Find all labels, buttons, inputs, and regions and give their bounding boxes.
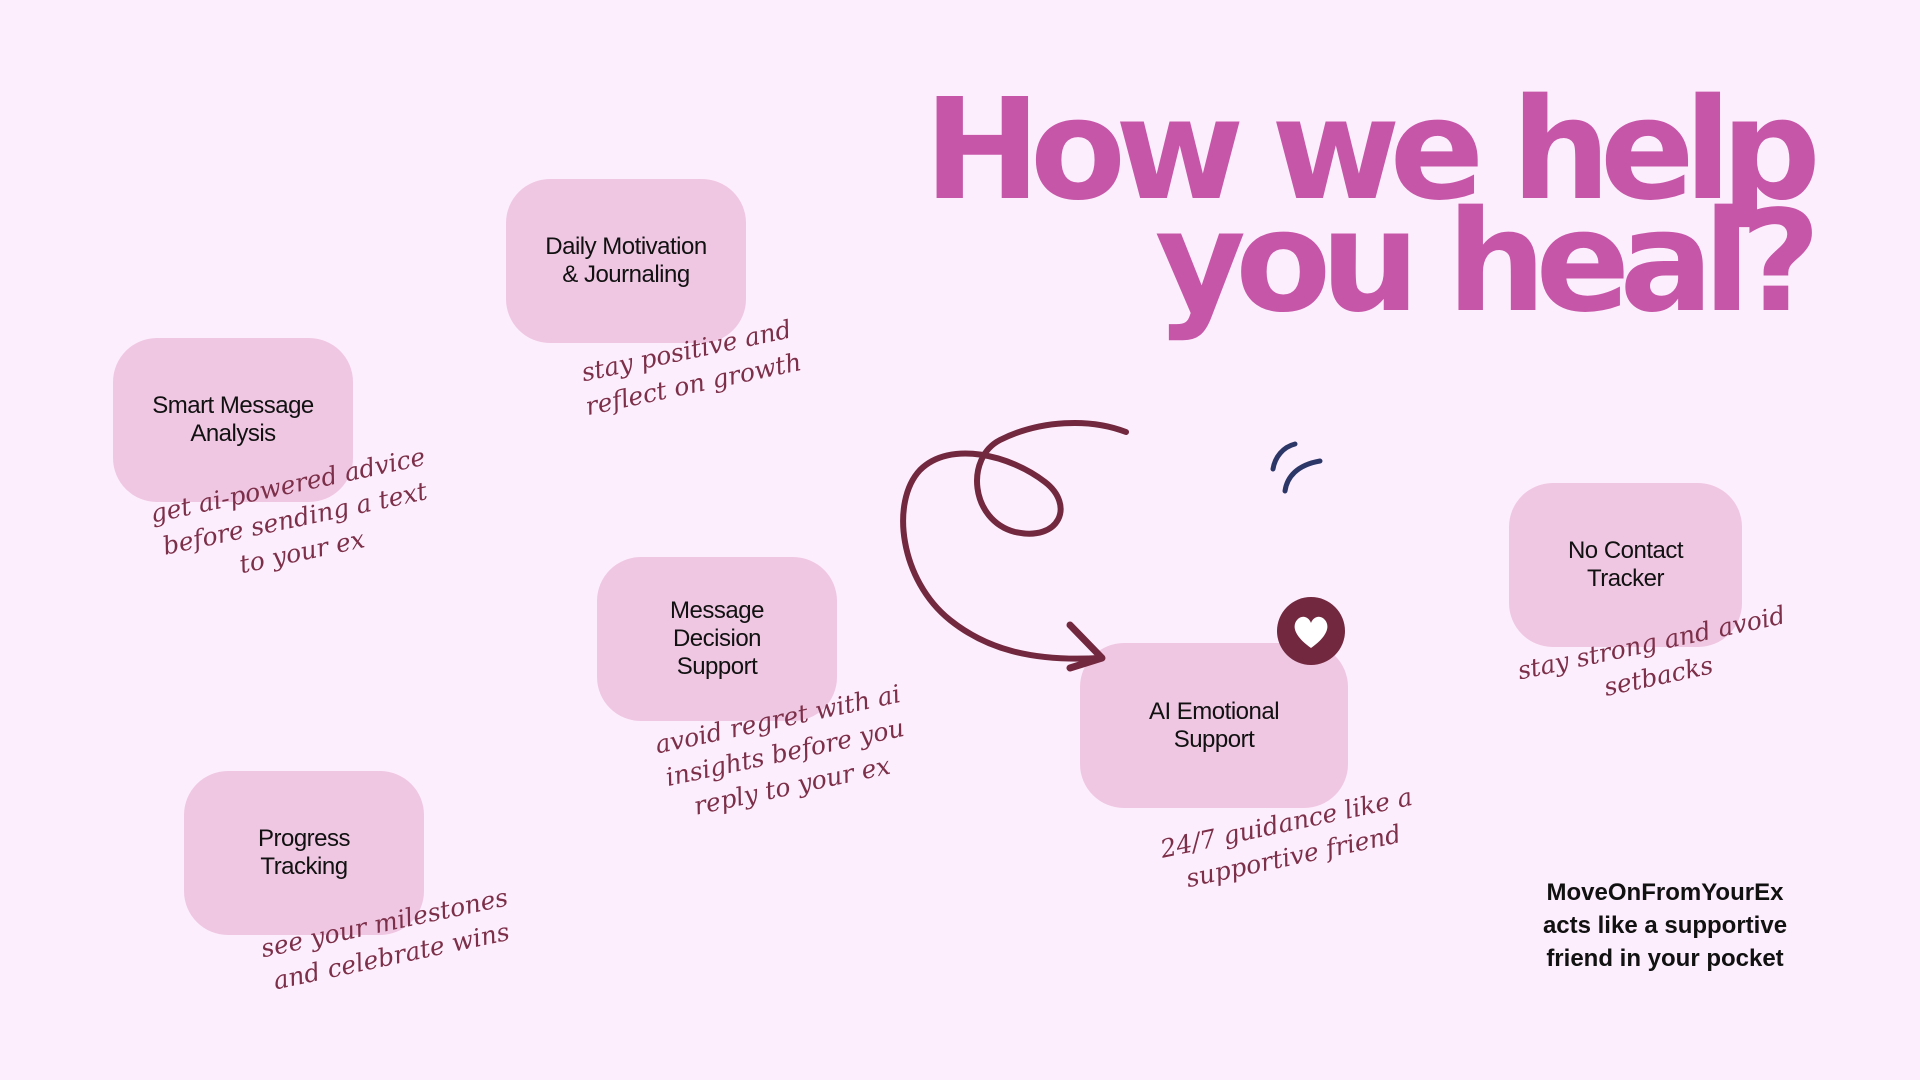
sparkle-lines-icon xyxy=(1270,441,1323,494)
feature-card-message-decision-support: Message Decision Support xyxy=(597,557,837,721)
feature-card-no-contact-tracker: No Contact Tracker xyxy=(1509,483,1742,647)
title-line-2: you heal? xyxy=(1154,181,1821,344)
feature-card-daily-motivation: Daily Motivation & Journaling xyxy=(506,179,746,343)
feature-card-progress-tracking: Progress Tracking xyxy=(184,771,424,935)
loop-arrow-icon xyxy=(900,419,1129,672)
feature-card-smart-message-analysis: Smart Message Analysis xyxy=(113,338,353,502)
tagline: MoveOnFromYourEx acts like a supportive … xyxy=(1542,879,1788,972)
page-title: How we help you heal? xyxy=(923,69,1821,344)
title-line-1: How we help xyxy=(923,69,1821,232)
feature-card-ai-emotional-support: AI Emotional Support xyxy=(1080,643,1348,808)
heart-badge-icon xyxy=(1277,597,1345,665)
